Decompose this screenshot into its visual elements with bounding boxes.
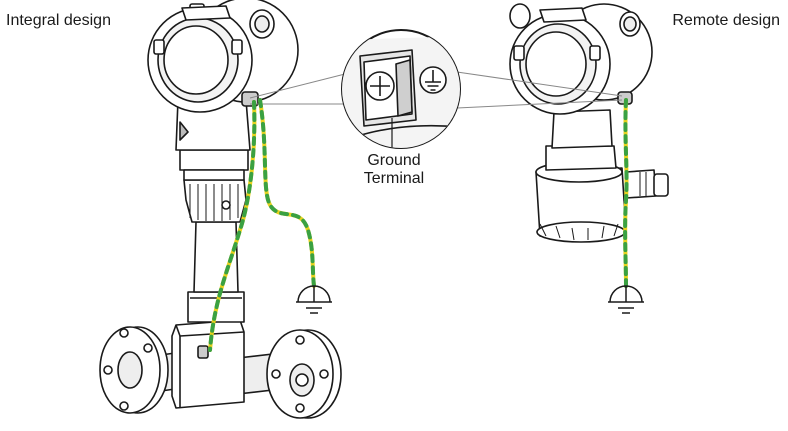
- callout-line-right: [456, 71, 623, 97]
- protective-earth-icon: [419, 66, 447, 94]
- remote-transmitter: [509, 3, 669, 243]
- ground-terminal-label-line1: Ground: [367, 152, 421, 169]
- ground-terminal-label: Ground Terminal: [330, 152, 458, 188]
- callout-line-left: [249, 73, 346, 99]
- integral-design-label: Integral design: [6, 12, 111, 29]
- remote-housing: [509, 3, 653, 115]
- integral-transmitter-housing: [147, 0, 299, 151]
- integral-flow-body: [99, 319, 342, 419]
- integral-flowmeter: [99, 0, 342, 419]
- ground-terminal-label-line2: Terminal: [363, 170, 425, 187]
- ground-icon: [296, 285, 332, 314]
- callout-line-right-lower: [456, 99, 623, 109]
- remote-base: [535, 109, 669, 243]
- magnifier-callout: [249, 29, 623, 149]
- remote-design-label: Remote design: [672, 12, 780, 29]
- ground-icon: [608, 285, 644, 314]
- ground-wires: [208, 98, 629, 352]
